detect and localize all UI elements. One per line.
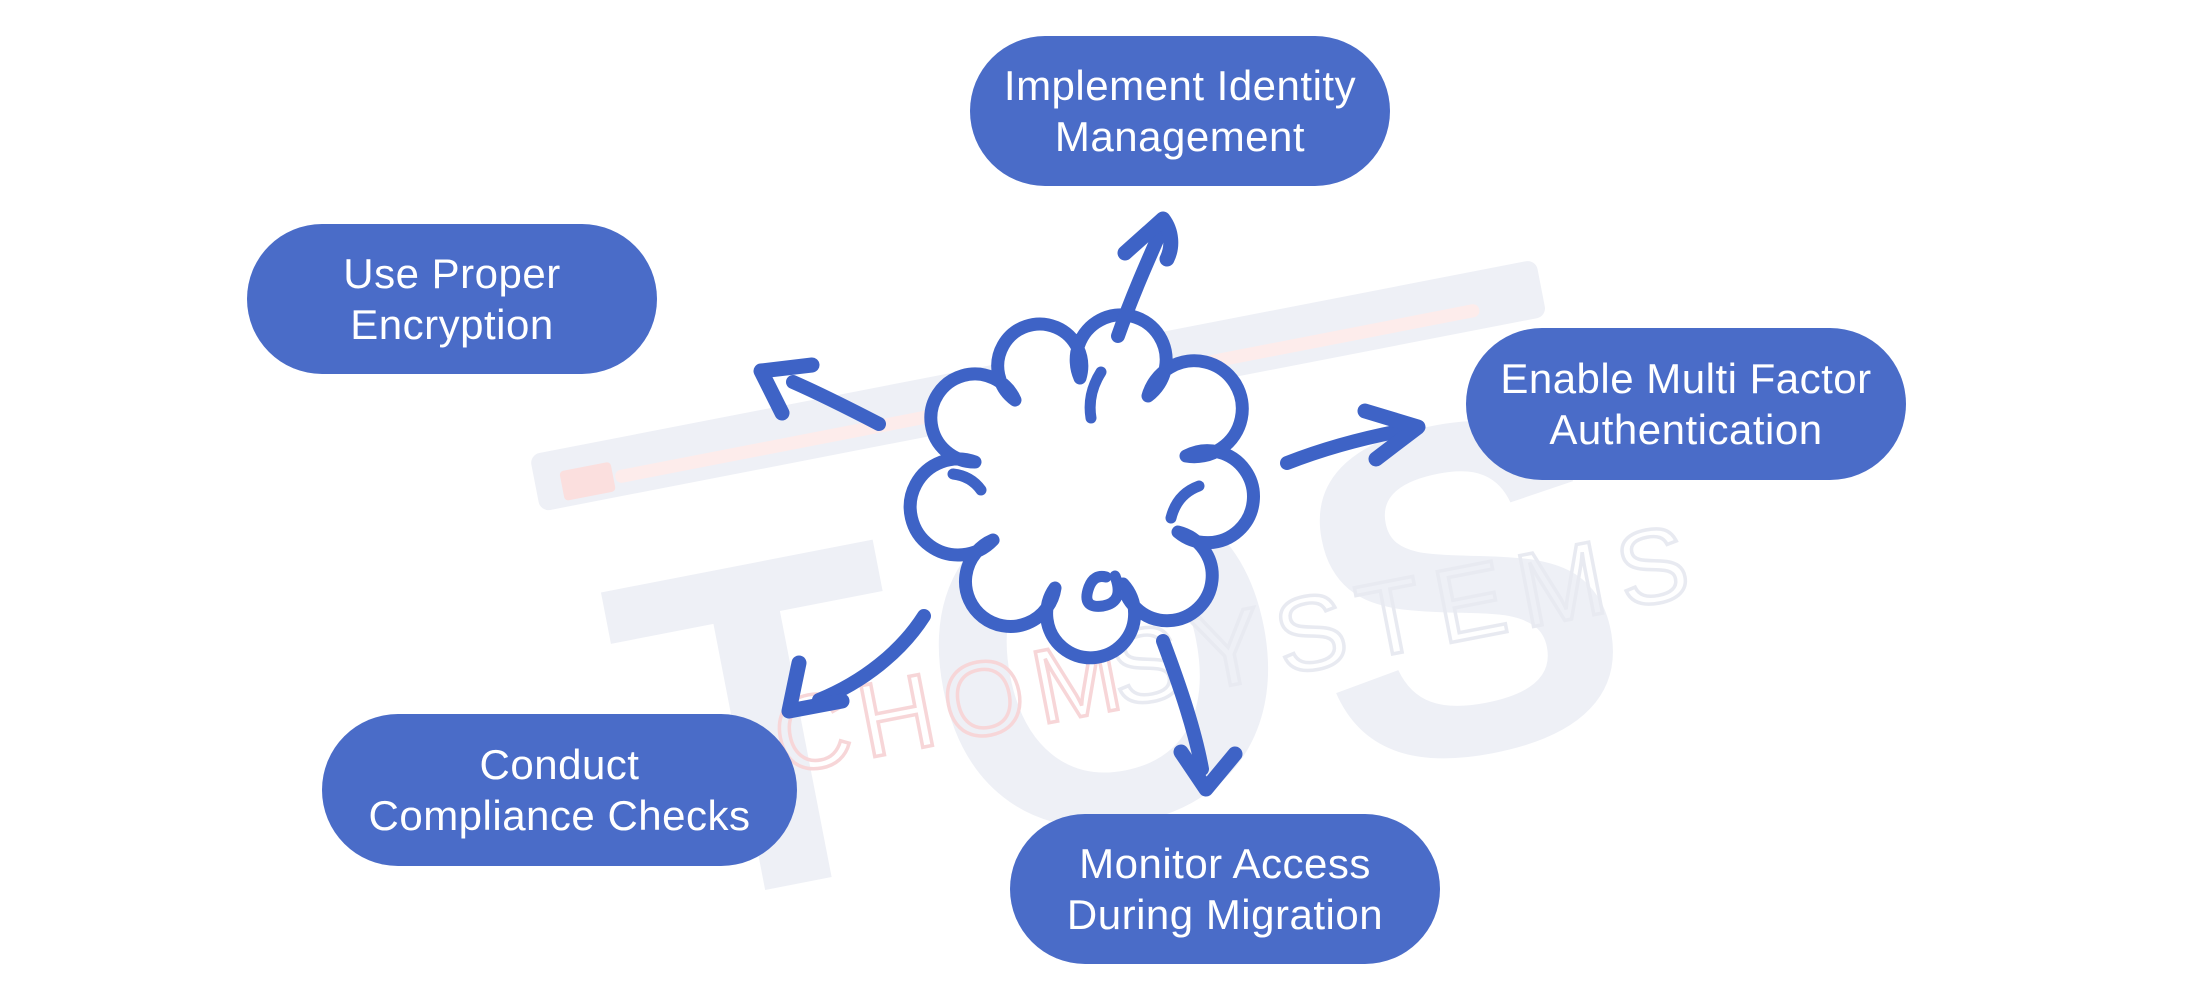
node-label-line: Enable Multi Factor — [1500, 354, 1872, 402]
arrow-right-icon — [1280, 403, 1426, 470]
node-label-line: Monitor Access — [1079, 839, 1371, 887]
node-label-line: Compliance Checks — [368, 792, 751, 839]
arrow-lower-left-icon — [781, 609, 931, 719]
node-conduct-compliance-checks: Conduct Compliance Checks — [322, 714, 797, 866]
node-label-line: Encryption — [350, 301, 554, 348]
node-label-line: During Migration — [1066, 891, 1384, 938]
node-label-line: Conduct — [479, 740, 640, 788]
arrow-upper-left-icon — [753, 357, 886, 431]
cloud-icon — [903, 308, 1260, 665]
arrow-up-icon — [1111, 211, 1179, 343]
node-monitor-access-during-migration: Monitor Access During Migration — [1010, 814, 1440, 964]
watermark-stripe-tab — [559, 462, 616, 501]
node-enable-multi-factor-authentication: Enable Multi Factor Authentication — [1466, 328, 1906, 480]
node-label-line: Implement Identity — [1003, 61, 1357, 109]
arrow-down-icon — [1156, 634, 1243, 797]
node-label-line: Management — [1054, 113, 1306, 160]
node-implement-identity-management: Implement Identity Management — [970, 36, 1390, 186]
node-use-proper-encryption: Use Proper Encryption — [247, 224, 657, 374]
node-label-line: Authentication — [1549, 406, 1823, 453]
node-label-line: Use Proper — [343, 249, 561, 297]
